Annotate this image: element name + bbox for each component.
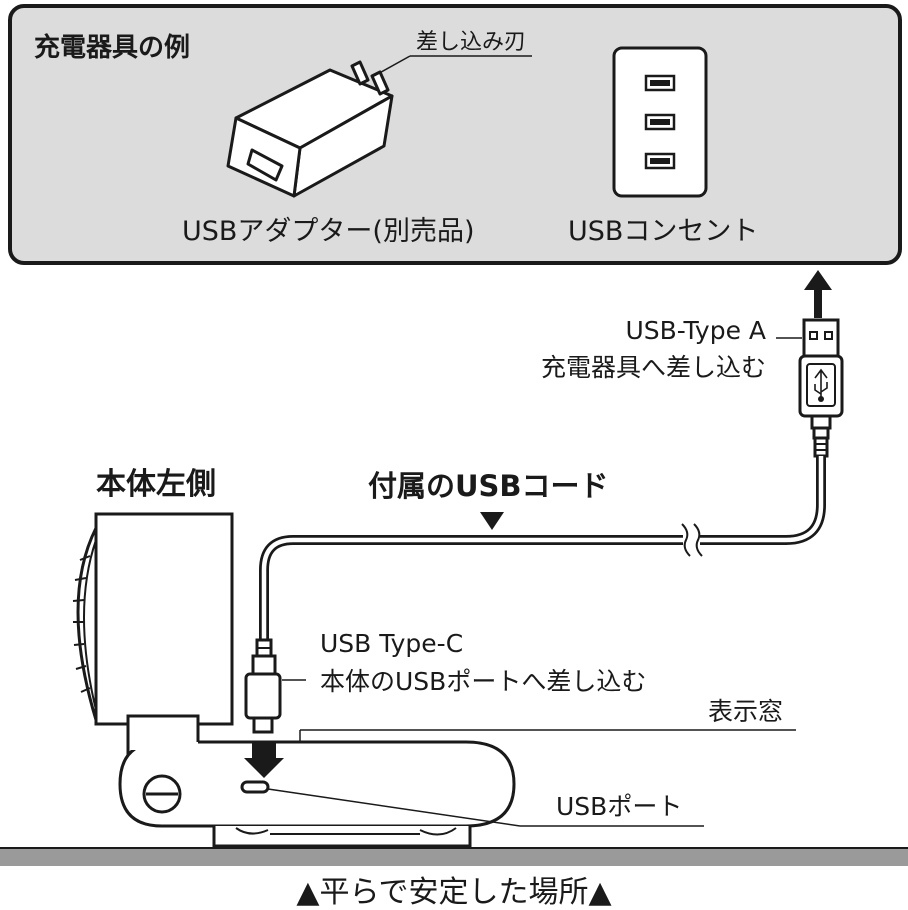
type-c-label: USB Type-C <box>320 629 463 658</box>
blade-leader-line <box>373 55 411 77</box>
type-a-instruction: 充電器具へ差し込む <box>541 353 766 382</box>
adapter-label: USBアダプター(別売品) <box>182 216 475 247</box>
usb-type-c-plug <box>244 638 282 734</box>
usb-port-leader <box>267 788 521 827</box>
cable-title: 付属のUSBコード <box>368 469 609 503</box>
fan-device <box>72 512 516 848</box>
type-c-instruction: 本体のUSBポートへ差し込む <box>320 667 646 696</box>
cable-break-mark <box>681 523 703 557</box>
usb-cable <box>259 456 826 640</box>
device-title: 本体左側 <box>96 467 216 502</box>
type-a-label: USB-Type A <box>625 316 766 345</box>
arrow-down-icon <box>244 742 284 778</box>
usb-port <box>240 780 270 794</box>
usb-port-label: USBポート <box>556 792 682 821</box>
blade-label: 差し込み刃 <box>416 30 526 55</box>
usb-type-a-plug <box>798 318 844 458</box>
charger-examples-panel: 充電器具の例 差し込み刃 USBアダプター(別売品) USBコンセント <box>8 4 902 265</box>
charger-panel-title: 充電器具の例 <box>34 32 190 63</box>
triangle-down-icon <box>480 512 504 530</box>
outlet-label: USBコンセント <box>568 216 758 247</box>
arrow-up-icon <box>804 270 832 318</box>
usb-outlet-illustration <box>612 46 708 198</box>
flat-surface <box>0 848 908 866</box>
display-window-label: 表示窓 <box>708 697 783 726</box>
usb-adapter-illustration <box>226 60 394 198</box>
surface-label: ▲平らで安定した場所▲ <box>296 875 611 910</box>
